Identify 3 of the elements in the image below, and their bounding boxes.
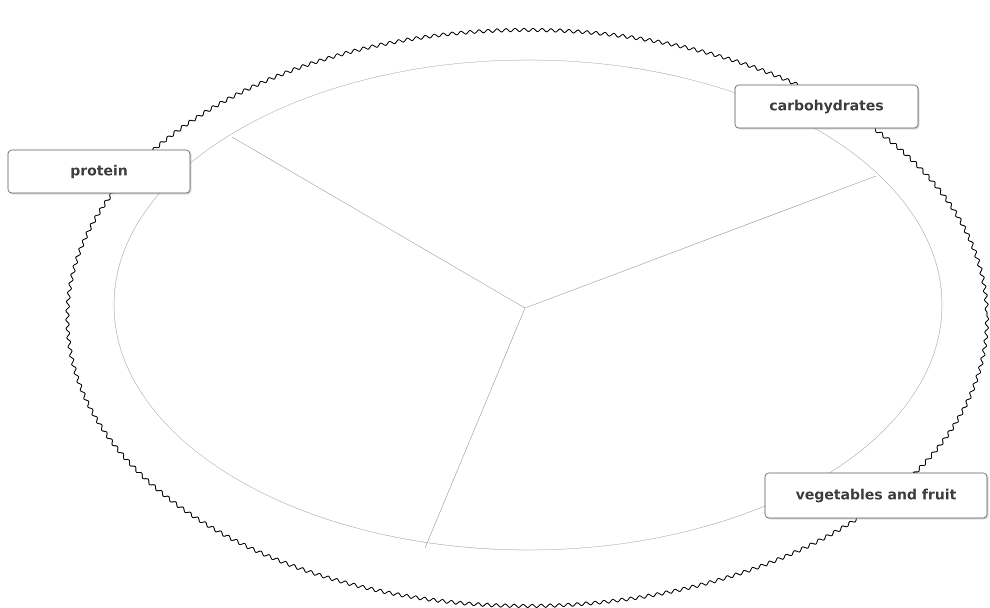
label-box: vegetables and fruit bbox=[764, 472, 989, 520]
label-box: carbohydrates bbox=[734, 84, 920, 130]
label-box: protein bbox=[8, 150, 192, 194]
